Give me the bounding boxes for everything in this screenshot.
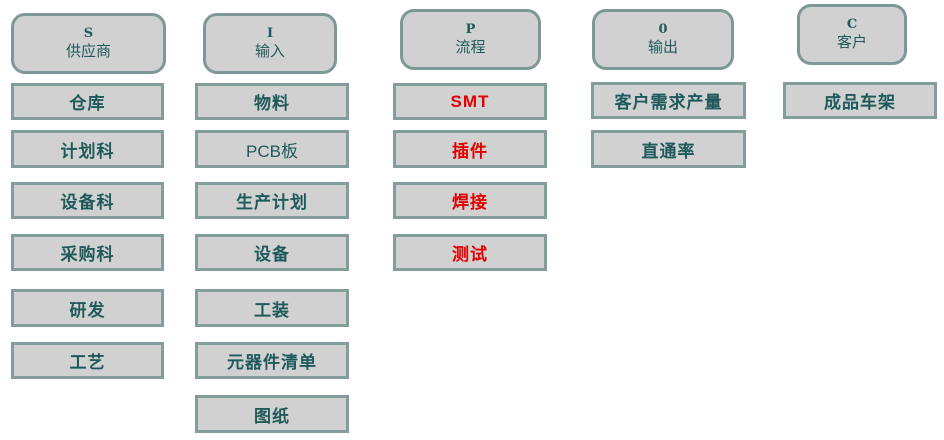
item-pcb-board: PCB板: [195, 130, 349, 168]
header-title: 输入: [254, 42, 285, 60]
item-equipment: 设备: [195, 234, 349, 271]
item-soldering: 焊接: [393, 182, 547, 219]
item-purchasing-dept: 采购科: [11, 234, 164, 271]
item-warehouse: 仓库: [11, 83, 164, 120]
item-bom: 元器件清单: [195, 342, 349, 379]
header-p-process: P 流程: [400, 9, 541, 70]
item-testing: 测试: [393, 234, 547, 271]
header-i-input: I 输入: [203, 13, 337, 74]
item-fixture: 工装: [195, 289, 349, 327]
item-process-eng: 工艺: [11, 342, 164, 379]
item-finished-frame: 成品车架: [783, 82, 937, 119]
header-letter: S: [83, 26, 94, 41]
header-title: 流程: [455, 38, 486, 56]
header-title: 客户: [836, 33, 867, 51]
header-letter: 0: [658, 22, 668, 37]
item-production-plan: 生产计划: [195, 182, 349, 219]
item-material: 物料: [195, 83, 349, 120]
header-title: 输出: [647, 38, 678, 56]
header-letter: P: [465, 22, 476, 37]
header-letter: C: [846, 17, 858, 32]
header-title: 供应商: [65, 42, 111, 60]
header-o-output: 0 输出: [592, 9, 734, 70]
item-rnd: 研发: [11, 289, 164, 327]
item-first-pass-yield: 直通率: [591, 130, 746, 168]
item-equipment-dept: 设备科: [11, 182, 164, 219]
item-planning-dept: 计划科: [11, 130, 164, 168]
item-customer-demand: 客户需求产量: [591, 82, 746, 119]
item-smt: SMT: [393, 83, 547, 120]
item-insertion: 插件: [393, 130, 547, 168]
header-letter: I: [266, 26, 274, 41]
item-drawings: 图纸: [195, 395, 349, 433]
header-s-supplier: S 供应商: [11, 13, 166, 74]
header-c-customer: C 客户: [797, 4, 907, 65]
